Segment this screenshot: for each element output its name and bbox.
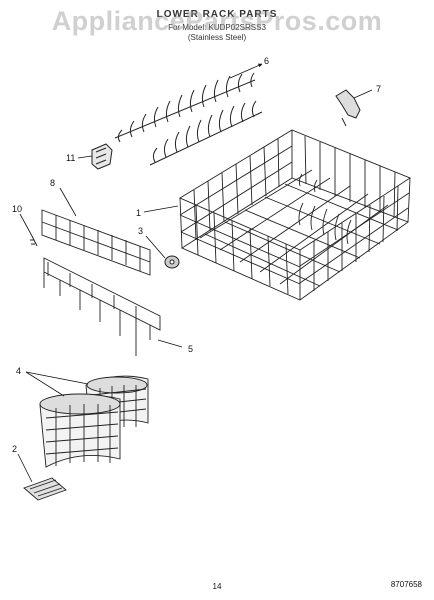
model-reference: For Model: KUDP02SRSS3 (168, 23, 266, 32)
callout-6: 6 (264, 56, 269, 66)
callout-8: 8 (50, 178, 55, 188)
watermark-text: AppliancePartsPros.com (51, 6, 383, 36)
callout-5: 5 (188, 344, 193, 354)
leader-11 (77, 155, 93, 159)
screw-part-10 (30, 235, 38, 247)
leader-5 (157, 339, 183, 348)
leader-4b (25, 371, 89, 385)
callout-10: 10 (12, 204, 22, 214)
leader-6 (229, 63, 263, 79)
callout-1: 1 (136, 208, 141, 218)
leader-10 (19, 213, 33, 237)
leader-8 (59, 187, 77, 217)
callout-11: 11 (66, 153, 75, 163)
wheel-part-3 (164, 255, 180, 269)
side-rail-part-5 (43, 257, 161, 356)
basket-lid-part-2 (23, 477, 67, 501)
callout-4: 4 (16, 366, 21, 376)
leader-7 (353, 89, 373, 99)
rack-clip-part-7 (335, 89, 361, 127)
leader-1 (143, 205, 179, 213)
leader-lines (17, 63, 373, 483)
tine-row-part-6 (114, 72, 263, 166)
roller-bracket-part-11 (91, 143, 113, 170)
document-number: 8707658 (390, 580, 422, 589)
leader-3 (145, 235, 166, 259)
leader-4a (25, 371, 65, 397)
callout-3: 3 (138, 226, 143, 236)
model-variant: (Stainless Steel) (187, 33, 247, 42)
callout-2: 2 (12, 444, 17, 454)
page-number: 14 (212, 582, 222, 591)
lower-rack-part-1 (179, 129, 411, 301)
leader-2 (17, 453, 33, 483)
diagram-title: LOWER RACK PARTS (156, 9, 278, 20)
rail-part-8 (41, 209, 151, 276)
silverware-basket-part-4 (39, 375, 149, 468)
callout-7: 7 (376, 84, 381, 94)
